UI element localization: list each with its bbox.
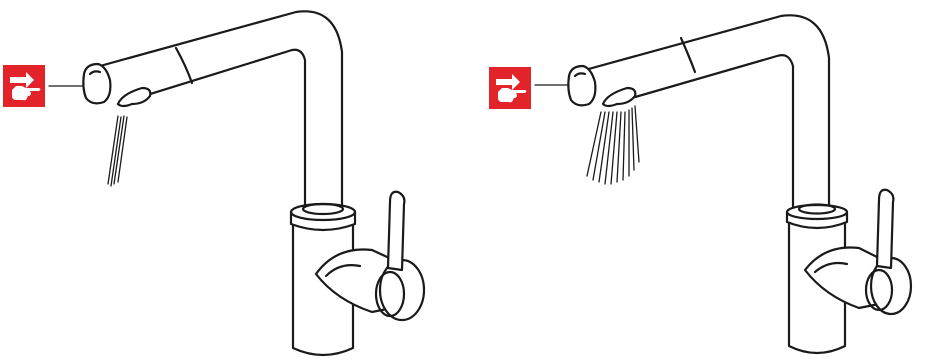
faucet-stream-drawing: [3, 10, 426, 357]
water-stream: [107, 115, 128, 187]
press-button-hand-icon: [489, 67, 531, 109]
press-button-hand-icon: [3, 65, 45, 107]
faucet-panel-spray: [463, 0, 926, 361]
faucet-panel-stream: [3, 10, 426, 357]
faucet-spray-drawing: [489, 14, 913, 355]
faucet-spout: [82, 10, 344, 210]
faucet-body: [785, 188, 913, 355]
faucet-body: [289, 190, 426, 357]
water-spray: [586, 105, 640, 185]
faucet-spout: [567, 14, 831, 212]
